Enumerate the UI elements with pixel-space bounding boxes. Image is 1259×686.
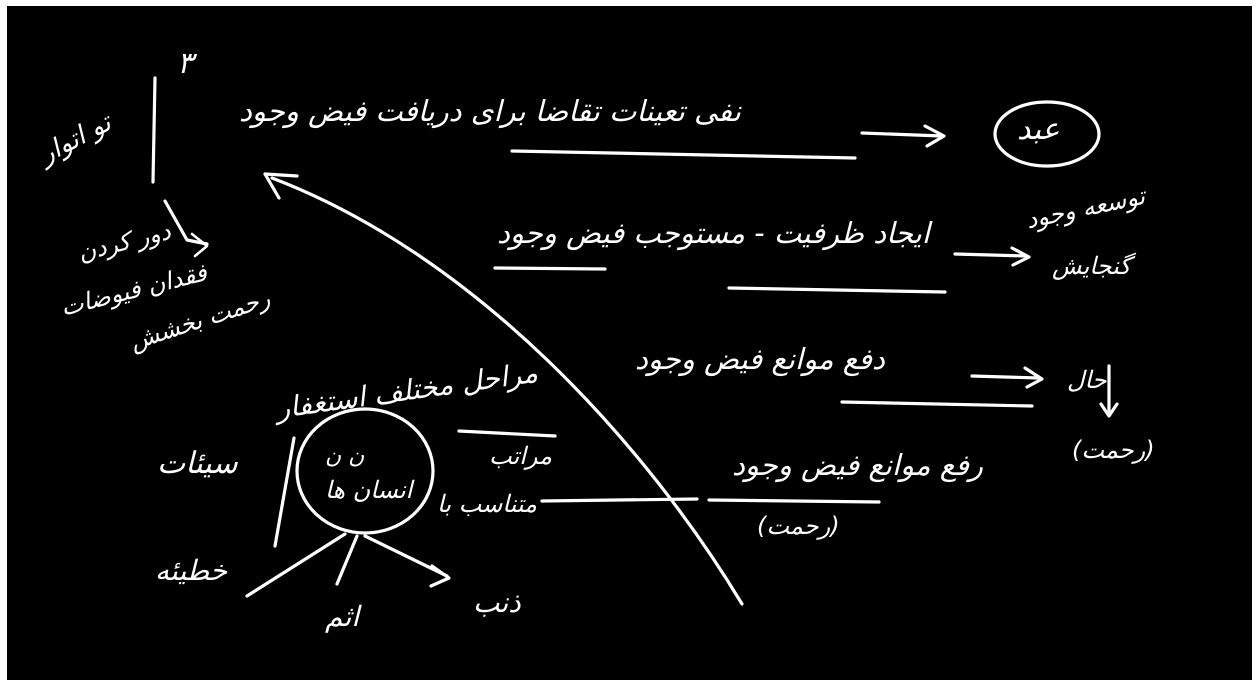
handwriting-strokes xyxy=(151,76,1119,606)
text-right-state: حال xyxy=(1067,366,1107,394)
connector-line xyxy=(540,497,699,503)
text-right-ragam: (رحمت) xyxy=(1072,436,1155,464)
underline-top xyxy=(510,149,857,160)
arrow-down-right xyxy=(1099,364,1119,418)
underline-two-a xyxy=(493,266,607,271)
branch-right xyxy=(363,534,451,588)
text-circled-abd: عبد xyxy=(1017,112,1060,147)
text-line-two: ایجاد ظرفیت - مستوجب فیض وجود xyxy=(497,216,930,250)
text-mutanaseb: متناسب با xyxy=(437,490,537,518)
diagonal-arrow xyxy=(263,172,744,606)
underline-four xyxy=(707,498,881,504)
arrow-top xyxy=(860,124,946,148)
text-khatiah: خطیئه xyxy=(155,554,228,587)
text-left-sayyiat: سیئات xyxy=(157,446,238,481)
underline-two-b xyxy=(727,286,947,294)
arrow-three xyxy=(970,366,1044,389)
text-top-line: نفی تعینات تقاضا برای دریافت فیض وجود xyxy=(239,94,741,128)
text-marateb-short: مراتب xyxy=(489,442,553,470)
circle-insan xyxy=(295,407,435,535)
bracket-left xyxy=(151,76,209,246)
text-line-three: دفع موانع فیض وجود xyxy=(635,342,885,376)
chalkboard: نفی تعینات تقاضا برای دریافت فیض وجود عب… xyxy=(7,6,1252,680)
underline-maratib xyxy=(457,429,557,438)
text-ithm: اثم xyxy=(325,600,360,633)
text-left-top-number: ۳ xyxy=(177,46,194,81)
branch-left xyxy=(245,532,347,598)
tick-left xyxy=(190,232,209,258)
circle-abd xyxy=(993,100,1101,168)
text-line-four-paren: (رحمت) xyxy=(757,512,840,540)
text-dhanb: ذنب xyxy=(473,586,521,619)
text-right-widen: گنجایش xyxy=(1052,252,1131,280)
line-vertical xyxy=(273,436,296,548)
branch-middle xyxy=(335,534,359,586)
text-circle-inner: انسان ها xyxy=(325,476,413,504)
text-circle-top: ن ن xyxy=(325,444,365,469)
underline-three xyxy=(840,400,1034,408)
text-line-four: رفع موانع فیض وجود xyxy=(732,448,984,482)
arrow-two xyxy=(953,246,1031,267)
